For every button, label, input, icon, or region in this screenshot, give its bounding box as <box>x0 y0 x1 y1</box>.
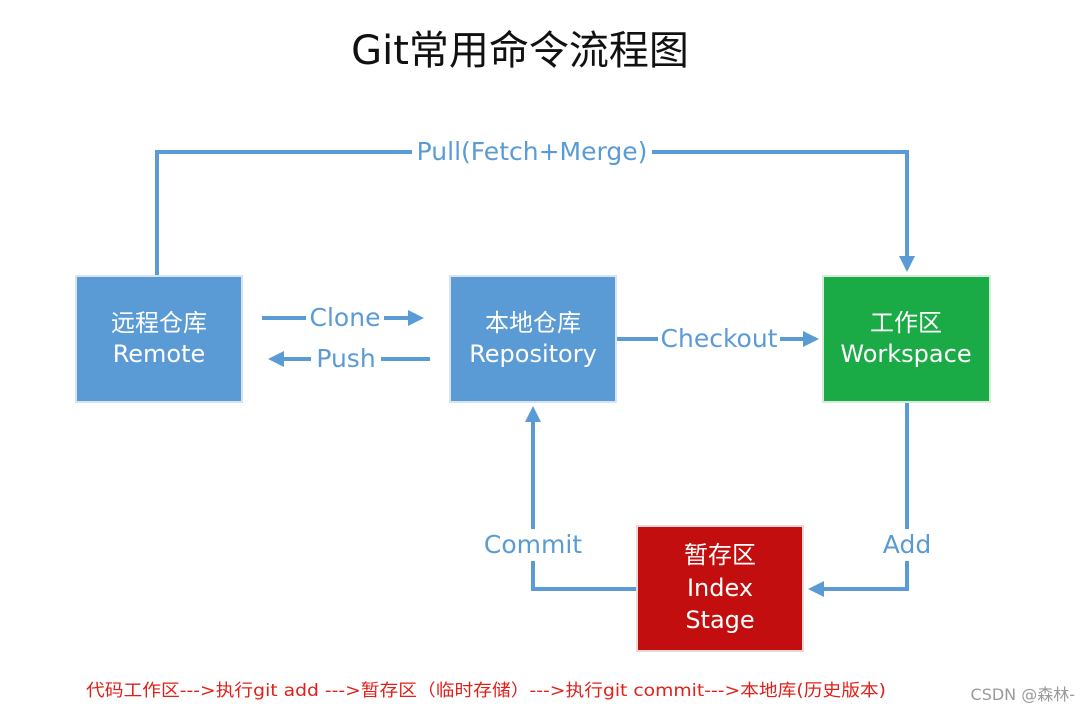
workspace-label-cn: 工作区 <box>870 309 942 337</box>
add-label-bg <box>876 529 938 561</box>
diagram-title: Git常用命令流程图 <box>351 28 689 74</box>
repository-node: 本地仓库 Repository <box>449 275 617 403</box>
pull-label-bg <box>412 134 652 168</box>
clone-label: Clone <box>310 303 381 332</box>
pull-label: Pull(Fetch+Merge) <box>417 137 648 166</box>
commit-arrow <box>525 406 637 591</box>
stage-label-en: Stage <box>685 606 754 634</box>
workspace-label-en: Workspace <box>840 340 971 368</box>
remote-label-cn: 远程仓库 <box>111 309 207 337</box>
index-box <box>636 525 804 652</box>
commit-label: Commit <box>484 530 582 559</box>
add-arrow <box>808 402 909 597</box>
checkout-label: Checkout <box>661 324 778 353</box>
push-label: Push <box>316 344 375 373</box>
repository-label-en: Repository <box>469 340 597 368</box>
flow-caption: 代码工作区--->执行git add --->暂存区（临时存储）--->执行gi… <box>86 681 886 701</box>
repository-label-cn: 本地仓库 <box>485 309 581 337</box>
clone-label-bg <box>306 302 384 334</box>
index-node: 暂存区 Index Stage <box>636 525 804 652</box>
pull-arrow <box>155 150 915 276</box>
remote-label-en: Remote <box>113 340 206 368</box>
remote-node: 远程仓库 Remote <box>75 275 243 403</box>
checkout-label-bg <box>658 322 780 356</box>
remote-box <box>75 275 243 403</box>
workspace-node: 工作区 Workspace <box>822 275 991 403</box>
repository-box <box>449 275 617 403</box>
index-label-en: Index <box>687 574 753 602</box>
workspace-box <box>822 275 991 403</box>
commit-label-bg <box>478 529 588 561</box>
push-label-bg <box>311 343 381 375</box>
index-label-cn: 暂存区 <box>684 541 756 569</box>
add-label: Add <box>883 530 931 559</box>
csdn-watermark: CSDN @森林- <box>971 685 1075 704</box>
